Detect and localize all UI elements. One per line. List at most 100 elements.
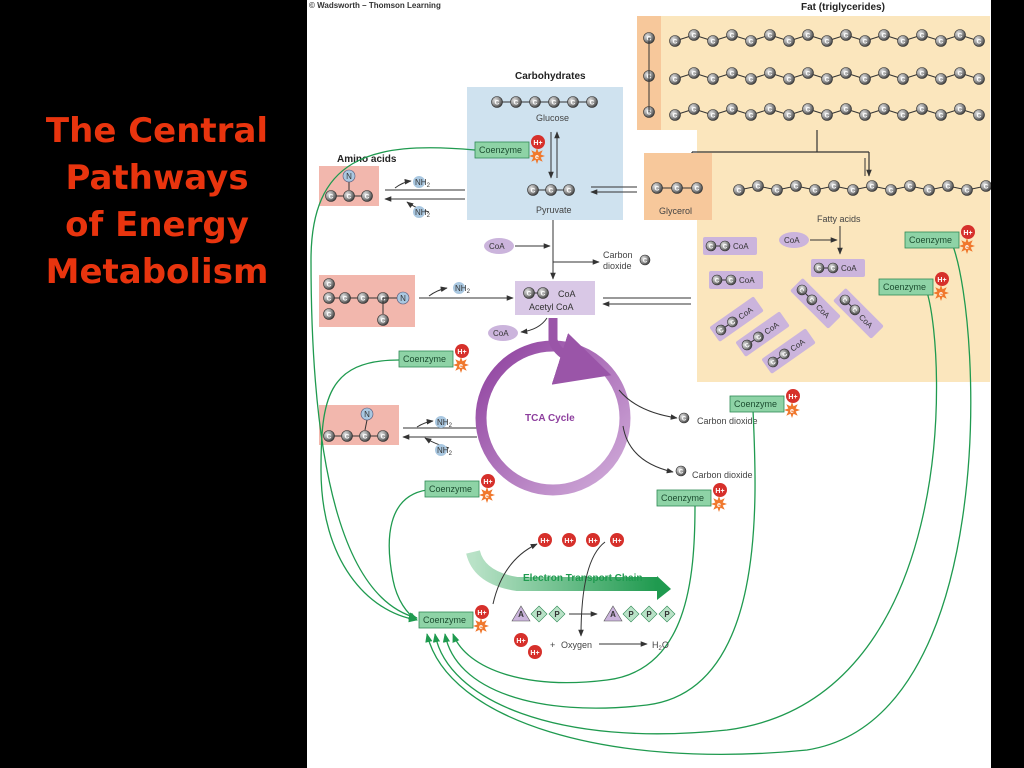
svg-text:CoA: CoA [841, 264, 857, 273]
svg-text:C: C [901, 77, 906, 84]
svg-text:C: C [531, 188, 536, 195]
svg-text:C: C [327, 434, 332, 441]
carbon-atom: C [377, 314, 389, 326]
svg-text:NH2: NH2 [415, 208, 431, 219]
svg-text:C: C [514, 100, 519, 107]
carbon-atom: C [779, 348, 790, 360]
svg-text:C: C [655, 186, 660, 193]
carbon-atom: C [711, 274, 723, 286]
svg-text:C: C [863, 39, 868, 46]
carbon-atom: C [878, 103, 890, 115]
carbon-atom: C [745, 73, 757, 85]
pyruvate-glycerol-arrows [591, 187, 637, 192]
coa-released: CoA [488, 325, 518, 341]
phosphate: P [658, 605, 676, 623]
svg-text:C: C [882, 107, 887, 114]
svg-text:C: C [939, 113, 944, 120]
svg-text:C: C [749, 77, 754, 84]
carbon-atom: C [323, 430, 335, 442]
carbon-atom: C [847, 184, 859, 196]
svg-text:H+: H+ [477, 610, 486, 617]
carbon-atom: C [897, 35, 909, 47]
svg-text:C: C [590, 100, 595, 107]
svg-text:NH2: NH2 [455, 284, 471, 295]
carbon-atom: C [916, 67, 928, 79]
amino-pyruvate-arrows [385, 189, 465, 199]
svg-text:C: C [709, 245, 714, 251]
carbon-atom: C [341, 430, 353, 442]
carbon-atom: C [796, 284, 808, 296]
coa-input-pyruvate: CoA [484, 238, 514, 254]
amino-acids-heading: Amino acids [337, 154, 397, 165]
acetyl-coa-coa-label: CoA [558, 289, 576, 299]
carbon-atom: C [821, 35, 833, 47]
svg-text:C: C [327, 282, 332, 289]
svg-text:C: C [958, 107, 963, 114]
proton: H+ [514, 633, 528, 647]
svg-text:C: C [806, 33, 811, 40]
svg-text:C: C [939, 39, 944, 46]
carbon-atom: C [866, 180, 878, 192]
copyright-text: © Wadsworth – Thomson Learning [309, 1, 441, 10]
carbon-atom: C [688, 29, 700, 41]
carbon-atom: C [361, 190, 373, 202]
carbon-atom: C [725, 274, 737, 286]
carbon-atom: C [859, 35, 871, 47]
carbon-atom: C [885, 184, 897, 196]
svg-text:C: C [870, 184, 875, 191]
svg-text:H+: H+ [612, 538, 621, 545]
phosphate: P [622, 605, 640, 623]
carbon-atom: C [752, 180, 764, 192]
carbon-dioxide-label-1: Carbon dioxide [697, 416, 758, 426]
svg-text:NH2: NH2 [437, 418, 453, 429]
slide-title-line: of Energy [65, 205, 249, 245]
svg-text:e: e [717, 502, 721, 509]
carbon-atom: C [727, 316, 738, 328]
svg-text:C: C [977, 113, 982, 120]
acetyl-coa-label: Acetyl CoA [529, 302, 574, 312]
carbon-atom: C [669, 35, 681, 47]
carbon-atom: C [840, 103, 852, 115]
svg-text:C: C [832, 184, 837, 191]
svg-text:C: C [345, 434, 350, 441]
svg-text:C: C [840, 297, 848, 305]
proton: H+ [562, 533, 576, 547]
svg-text:C: C [806, 71, 811, 78]
carbon-atom: C [935, 109, 947, 121]
svg-text:C: C [495, 100, 500, 107]
svg-text:C: C [851, 188, 856, 195]
carbon-atom: C [783, 109, 795, 121]
svg-text:C: C [329, 194, 334, 201]
svg-text:C: C [825, 39, 830, 46]
svg-text:C: C [347, 194, 352, 201]
svg-text:C: C [675, 186, 680, 193]
svg-text:e: e [790, 408, 794, 415]
coenzyme-transfer-arrows [310, 147, 972, 756]
svg-text:C: C [807, 297, 815, 305]
fat-heading: Fat (triglycerides) [801, 2, 885, 13]
metabolism-diagram: © Wadsworth – Thomson Learning Fat (trig… [309, 1, 991, 756]
carbon-atom: C [859, 109, 871, 121]
svg-text:C: C [901, 39, 906, 46]
svg-text:C: C [977, 39, 982, 46]
deamination-arrow-2 [428, 286, 448, 297]
svg-text:C: C [756, 334, 764, 342]
carbon-atom: C [954, 103, 966, 115]
adenosine: A [511, 605, 531, 622]
svg-text:e: e [479, 624, 483, 631]
proton: H+ [528, 645, 542, 659]
carbon-atom: C [904, 180, 916, 192]
carbon-atom: C [323, 308, 335, 320]
carbon-atom: C [510, 96, 522, 108]
svg-text:C: C [889, 188, 894, 195]
carbon-atom: C [916, 103, 928, 115]
svg-text:C: C [756, 184, 761, 191]
svg-text:CoA: CoA [733, 242, 749, 251]
svg-text:NH2: NH2 [415, 178, 431, 189]
carbon-atom: C [323, 292, 335, 304]
svg-text:C: C [533, 100, 538, 107]
